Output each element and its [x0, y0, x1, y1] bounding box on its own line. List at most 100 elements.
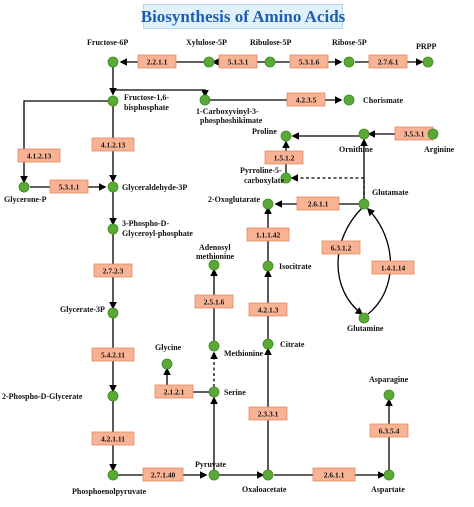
- enzyme-2.7.1.40: 2.7.1.40: [142, 467, 184, 482]
- node-glutamine: [358, 312, 370, 324]
- svg-text:2.7.2.3: 2.7.2.3: [103, 267, 124, 276]
- node-oxaloacetate: [262, 469, 274, 481]
- node-prpp: [422, 56, 434, 68]
- svg-text:2.1.2.1: 2.1.2.1: [164, 388, 185, 397]
- enzyme-2.7.6.1: 2.7.6.1: [368, 54, 408, 69]
- node-phosphoenolpyruvate: [107, 469, 119, 481]
- edge-glutamate-glutamine: [337, 207, 364, 315]
- svg-text:4.1.2.13: 4.1.2.13: [27, 152, 52, 161]
- enzyme-1.5.1.2: 1.5.1.2: [264, 150, 304, 165]
- enzyme-6.3.5.4: 6.3.5.4: [369, 423, 409, 438]
- enzyme-1.4.1.14: 1.4.1.14: [371, 260, 415, 275]
- label-phosphoglyceroyl-1: 3-Phospho-D-: [122, 219, 169, 228]
- label-glycerate-3p: Glycerate-3P: [60, 305, 105, 314]
- label-fructose-bp-1: Fructose-1,6-: [124, 93, 169, 102]
- svg-text:5.3.1.1: 5.3.1.1: [59, 183, 80, 192]
- svg-text:1.4.1.14: 1.4.1.14: [381, 264, 406, 273]
- enzyme-4.2.3.5: 4.2.3.5: [286, 92, 326, 107]
- enzyme-2.5.1.6: 2.5.1.6: [194, 294, 234, 309]
- label-arginine: Arginine: [424, 145, 455, 154]
- node-ribulose-5p: [264, 56, 276, 68]
- node-fructose-6p: [107, 56, 119, 68]
- label-glyceraldehyde-3p: Glyceraldehyde-3P: [122, 183, 187, 192]
- label-methionine: Methionine: [224, 349, 264, 358]
- label-carboxyvinyl-2: phosphoshikimate: [200, 116, 263, 125]
- label-pyrroline-2: carboxylate: [244, 176, 284, 185]
- label-isocitrate: Isocitrate: [279, 262, 312, 271]
- label-aspartate: Aspartate: [371, 485, 405, 494]
- edge-fbp-carboxyvinyl: [113, 89, 209, 98]
- node-proline: [280, 130, 292, 142]
- label-glutamine: Glutamine: [347, 324, 384, 333]
- label-phosphoglyceroyl-2: Glyceroyl-phosphate: [122, 229, 193, 238]
- label-phospho-glycerate: 2-Phospho-D-Glycerate: [2, 392, 83, 401]
- label-prpp: PRPP: [416, 42, 437, 51]
- label-adenosyl-1: Adenosyl: [199, 243, 231, 252]
- enzyme-4.2.1.11: 4.2.1.11: [91, 431, 135, 446]
- metabolite-nodes: [18, 56, 439, 481]
- enzyme-1.1.1.42: 1.1.1.42: [246, 227, 290, 242]
- node-ornithine: [358, 128, 370, 140]
- node-phosphoglyceroyl-phosphate: [107, 223, 119, 235]
- label-glycerone-p: Glycerone-P: [4, 195, 47, 204]
- label-serine: Serine: [224, 388, 246, 397]
- enzyme-4.1.2.13-left: 4.1.2.13: [17, 148, 61, 163]
- label-glutamate: Glutamate: [372, 188, 409, 197]
- enzyme-3.5.3.1: 3.5.3.1: [394, 126, 434, 141]
- label-ornithine: Ornithine: [339, 145, 373, 154]
- node-fructose-bisphosphate: [107, 95, 119, 107]
- node-chorismate: [343, 94, 355, 106]
- node-oxoglutarate: [262, 198, 274, 210]
- node-adenosyl-methionine: [208, 259, 220, 271]
- svg-text:5.3.1.6: 5.3.1.6: [299, 58, 320, 67]
- svg-text:4.2.3.5: 4.2.3.5: [296, 96, 317, 105]
- svg-text:2.7.6.1: 2.7.6.1: [378, 58, 399, 67]
- label-pyruvate: Pyruvate: [195, 460, 227, 469]
- title-banner: Biosynthesis of Amino Acids: [141, 4, 345, 29]
- node-glutamate: [358, 198, 370, 210]
- label-pyrroline-1: Pyrroline-5-: [240, 166, 282, 175]
- label-adenosyl-2: methionine: [196, 252, 235, 261]
- label-ribulose-5p: Ribulose-5P: [250, 38, 291, 47]
- svg-text:4.2.1.3: 4.2.1.3: [258, 306, 279, 315]
- svg-text:2.6.1.1: 2.6.1.1: [308, 200, 329, 209]
- enzyme-2.7.2.3: 2.7.2.3: [93, 263, 133, 278]
- node-pyruvate: [208, 469, 220, 481]
- svg-text:2.3.3.1: 2.3.3.1: [258, 410, 279, 419]
- node-ribose-5p: [343, 56, 355, 68]
- node-carboxyvinyl-phosphoshikimate: [199, 94, 211, 106]
- label-chorismate: Chorismate: [363, 96, 403, 105]
- label-ribose-5p: Ribose-5P: [332, 38, 367, 47]
- node-phospho-glycerate: [107, 390, 119, 402]
- svg-text:1.5.1.2: 1.5.1.2: [274, 154, 295, 163]
- node-serine: [208, 386, 220, 398]
- enzyme-4.2.1.3: 4.2.1.3: [248, 302, 288, 317]
- svg-text:4.1.2.13: 4.1.2.13: [101, 141, 126, 150]
- enzymes: 2.2.1.1 5.1.3.1 5.3.1.6 2.7.6.1 4.2.3.5 …: [17, 54, 434, 482]
- node-methionine: [208, 340, 220, 352]
- node-glycerate-3p: [107, 307, 119, 319]
- label-asparagine: Asparagine: [369, 375, 409, 384]
- enzyme-5.1.3.1: 5.1.3.1: [218, 54, 258, 69]
- node-glycine: [161, 358, 173, 370]
- svg-text:5.1.3.1: 5.1.3.1: [228, 58, 249, 67]
- svg-text:2.6.1.1: 2.6.1.1: [324, 471, 345, 480]
- node-isocitrate: [262, 260, 274, 272]
- label-oxoglutarate: 2-Oxoglutarate: [208, 195, 260, 204]
- label-glycine: Glycine: [155, 343, 182, 352]
- enzyme-2.3.3.1: 2.3.3.1: [248, 406, 288, 421]
- metabolite-labels: Fructose-6P Xylulose-5P Ribulose-5P Ribo…: [2, 38, 455, 496]
- node-citrate: [262, 338, 274, 350]
- edge-ornithine-proline: [291, 132, 365, 140]
- svg-text:1.1.1.42: 1.1.1.42: [256, 231, 281, 240]
- label-fructose-bp-2: bisphosphate: [124, 103, 169, 112]
- label-oxaloacetate: Oxaloacetate: [242, 485, 287, 494]
- svg-text:4.2.1.11: 4.2.1.11: [101, 435, 125, 444]
- svg-text:2.5.1.6: 2.5.1.6: [204, 298, 225, 307]
- svg-text:2.2.1.1: 2.2.1.1: [147, 58, 168, 67]
- enzyme-6.3.1.2: 6.3.1.2: [321, 240, 361, 255]
- node-glyceraldehyde-3p: [107, 181, 119, 193]
- svg-text:2.7.1.40: 2.7.1.40: [151, 471, 176, 480]
